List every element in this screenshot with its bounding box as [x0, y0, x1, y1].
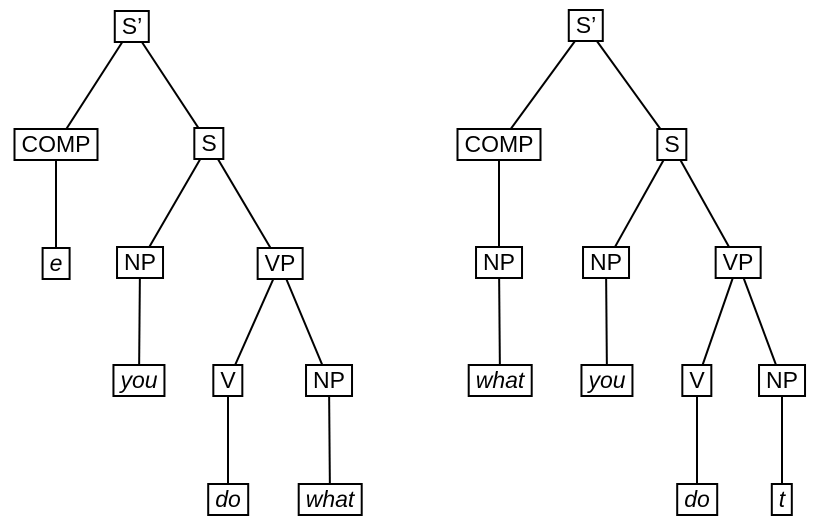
right-tree-node-np-comp: NP [475, 246, 523, 279]
right-tree-node-np-object: NP [758, 364, 806, 397]
edge-left-sbar-s [131, 26, 210, 145]
left-tree-node-comp: COMP [13, 128, 99, 161]
left-tree-node-what: what [297, 483, 363, 516]
right-tree-node-sbar: S’ [567, 9, 605, 42]
left-tree-node-v: V [212, 364, 244, 397]
edge-left-s-vp [208, 143, 281, 265]
edge-left-s-np [139, 143, 210, 264]
edge-left-sbar-comp [55, 26, 133, 146]
left-tree-node-np-subject: NP [116, 246, 164, 279]
edge-right-vp-np [737, 262, 783, 382]
right-tree-node-comp: COMP [456, 128, 542, 161]
edge-right-s-np [605, 144, 673, 264]
edge-left-np-you [138, 262, 141, 382]
left-tree-node-vp: VP [256, 247, 304, 280]
left-tree-node-np-object: NP [305, 364, 353, 397]
edge-right-np-what [498, 262, 501, 382]
edge-right-np-you [605, 262, 608, 382]
left-tree-node-s: S [193, 127, 225, 160]
left-tree-node-you: you [112, 364, 166, 397]
edge-right-sbar-comp [498, 25, 587, 146]
right-tree-node-do: do [676, 483, 718, 516]
left-tree-node-sbar: S’ [113, 10, 151, 43]
right-tree-node-np-subject: NP [582, 246, 630, 279]
left-tree-node-do: do [207, 483, 249, 516]
edge-left-vp-np [279, 263, 330, 382]
right-tree-node-s: S [656, 128, 688, 161]
right-tree-node-you: you [580, 364, 634, 397]
edge-right-s-vp [671, 144, 739, 264]
edge-right-vp-v [696, 262, 739, 382]
right-tree-node-what: what [467, 364, 533, 397]
right-tree-node-vp: VP [714, 246, 762, 279]
right-tree-node-v: V [681, 364, 713, 397]
right-tree-node-t: t [770, 483, 794, 516]
left-tree-node-e: e [41, 247, 71, 280]
edge-left-vp-v [227, 263, 281, 382]
edge-right-sbar-s [585, 25, 673, 146]
edge-left-np-what [328, 380, 331, 501]
